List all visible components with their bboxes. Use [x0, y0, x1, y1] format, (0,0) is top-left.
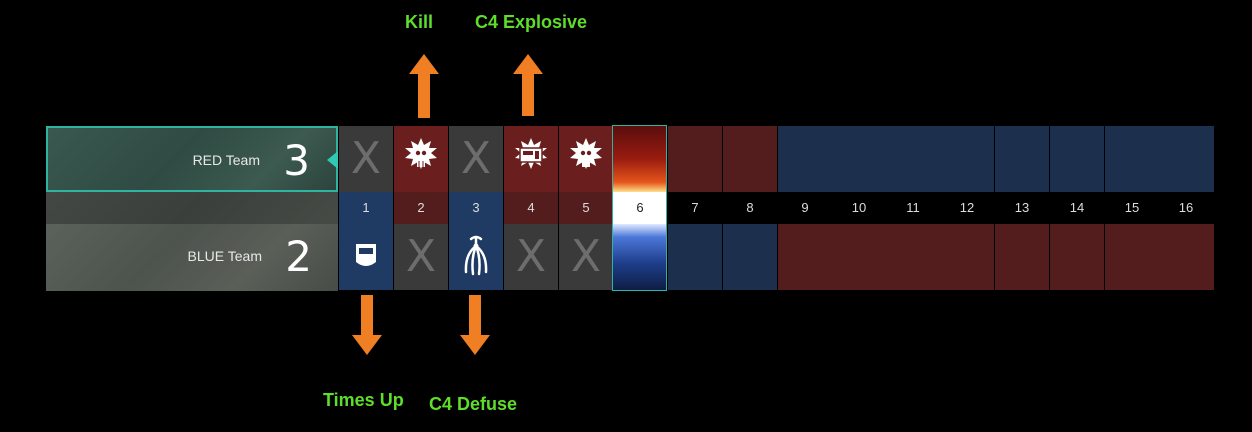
blue-round-6-current	[613, 224, 667, 290]
arrow-down-icon	[352, 295, 382, 355]
c4-explosive-icon	[515, 138, 547, 169]
no-result-icon: X	[570, 231, 602, 282]
blue-team-score: 2	[285, 232, 312, 281]
current-round-highlight	[612, 125, 667, 291]
blue-round-12	[940, 224, 994, 290]
blue-round-14	[1050, 224, 1104, 290]
red-round-11	[886, 126, 940, 192]
round-number-5: 5	[559, 192, 613, 224]
red-team-name: RED Team	[192, 152, 260, 168]
no-result-icon: X	[405, 231, 437, 282]
blue-round-8	[723, 224, 777, 290]
blue-team-panel: BLUE Team 2	[46, 224, 338, 291]
red-team-score: 3	[283, 136, 310, 185]
red-round-6-current	[613, 126, 667, 192]
blue-round-15	[1105, 224, 1159, 290]
callout-times-up: Times Up	[323, 390, 404, 410]
red-round-16	[1159, 126, 1214, 192]
arrow-down-icon	[460, 295, 490, 355]
c4-defuse-icon	[464, 235, 488, 276]
blue-round-7	[668, 224, 722, 290]
round-number-15: 15	[1105, 192, 1159, 224]
red-round-12	[940, 126, 994, 192]
round-number-7: 7	[668, 192, 722, 224]
blue-round-2: X	[394, 224, 448, 290]
callout-c4-explosive: C4 Explosive	[475, 12, 588, 32]
kill-icon	[570, 138, 602, 169]
callout-c4-defuse: C4 Defuse	[429, 394, 518, 414]
red-round-5	[559, 126, 613, 192]
red-round-2	[394, 126, 448, 192]
round-number-10: 10	[832, 192, 886, 224]
blue-round-13	[995, 224, 1049, 290]
blue-round-16	[1159, 224, 1214, 290]
round-number-1: 1	[339, 192, 393, 224]
red-round-8	[723, 126, 777, 192]
arrow-up-icon	[409, 54, 439, 118]
red-round-10	[832, 126, 886, 192]
red-round-15	[1105, 126, 1159, 192]
blue-round-9	[778, 224, 832, 290]
red-round-7	[668, 126, 722, 192]
round-number-9: 9	[778, 192, 832, 224]
blue-round-10	[832, 224, 886, 290]
round-number-13: 13	[995, 192, 1049, 224]
no-result-icon: X	[350, 133, 382, 184]
round-number-14: 14	[1050, 192, 1104, 224]
red-round-13	[995, 126, 1049, 192]
team-divider	[46, 192, 338, 224]
no-result-icon: X	[515, 231, 547, 282]
round-scoreboard: RED Team 3 BLUE Team 2 X X	[46, 125, 1214, 291]
red-round-4	[504, 126, 558, 192]
arrow-up-icon	[513, 54, 543, 116]
red-team-panel: RED Team 3	[46, 126, 338, 192]
round-number-11: 11	[886, 192, 940, 224]
red-round-14	[1050, 126, 1104, 192]
times-up-icon	[356, 244, 376, 266]
round-number-16: 16	[1159, 192, 1213, 224]
round-number-2: 2	[394, 192, 448, 224]
round-number-3: 3	[449, 192, 503, 224]
red-round-9	[778, 126, 832, 192]
round-number-4: 4	[504, 192, 558, 224]
red-round-1: X	[339, 126, 393, 192]
round-number-6-current: 6	[613, 192, 667, 224]
blue-round-3	[449, 224, 503, 290]
round-number-8: 8	[723, 192, 777, 224]
no-result-icon: X	[460, 133, 492, 184]
callout-kill: Kill	[405, 12, 434, 32]
blue-round-5: X	[559, 224, 613, 290]
team-marker-icon	[327, 151, 338, 169]
blue-round-4: X	[504, 224, 558, 290]
blue-round-1	[339, 224, 393, 290]
red-round-3: X	[449, 126, 503, 192]
blue-round-11	[886, 224, 940, 290]
blue-team-name: BLUE Team	[187, 248, 262, 264]
round-number-12: 12	[940, 192, 994, 224]
kill-icon	[405, 138, 437, 169]
